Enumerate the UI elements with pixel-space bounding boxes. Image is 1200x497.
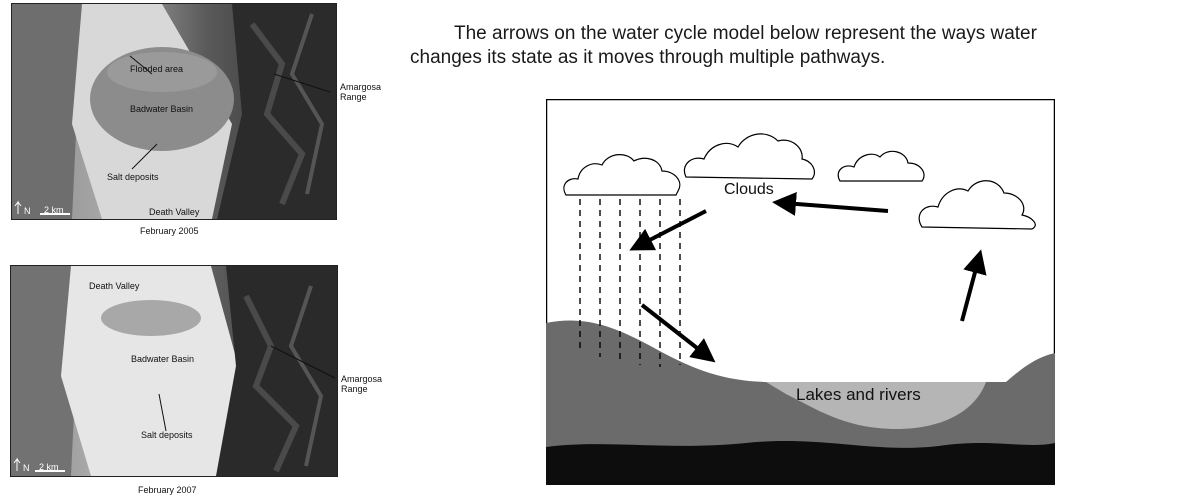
label-salt-deposits: Salt deposits [107, 172, 159, 182]
label-salt-deposits: Salt deposits [141, 430, 193, 440]
intro-paragraph: The arrows on the water cycle model belo… [410, 22, 1190, 70]
arrow-cloud-to-cloud [772, 191, 889, 216]
cloud-center [683, 133, 815, 180]
label-badwater-basin: Badwater Basin [131, 354, 195, 364]
label-north: N [23, 463, 30, 473]
arrow-water-up [960, 249, 987, 322]
cloud-rain [563, 154, 681, 196]
cloud-right [918, 180, 1036, 230]
bedrock [546, 441, 1055, 485]
label-death-valley: Death Valley [149, 207, 200, 217]
label-amargosa-range-2005: Amargosa Range [340, 82, 381, 102]
caption-2005: February 2005 [140, 226, 199, 236]
satellite-image-2005: Flooded area Badwater Basin Salt deposit… [11, 3, 337, 220]
satellite-terrain-2005 [12, 4, 336, 219]
cloud-small [837, 150, 925, 182]
label-flooded-area: Flooded area [130, 64, 184, 74]
caption-2007: February 2007 [138, 485, 197, 495]
amargosa-text-2005: Amargosa Range [340, 82, 382, 102]
label-clouds: Clouds [724, 181, 774, 198]
arrow-rain-to-ground [640, 303, 716, 363]
label-death-valley: Death Valley [89, 281, 140, 291]
label-scale: 2 km [39, 462, 59, 472]
label-north: N [24, 206, 31, 216]
label-lakes-rivers: Lakes and rivers [796, 385, 921, 404]
land-ground [546, 320, 1055, 485]
lake-water [766, 382, 986, 429]
water-cycle-diagram: Clouds Lakes and rivers [545, 98, 1056, 486]
label-amargosa-range-2007: Amargosa Range [341, 374, 382, 394]
intro-line-2: changes its state as it moves through mu… [410, 47, 886, 68]
water-cycle-svg [545, 98, 1056, 486]
arrow-cloud-down [629, 209, 707, 251]
amargosa-text-2007: Amargosa Range [341, 374, 383, 394]
rain-lines [579, 199, 681, 367]
label-badwater-basin: Badwater Basin [130, 104, 194, 114]
satellite-image-2007: Death Valley Badwater Basin Salt deposit… [10, 265, 338, 477]
intro-line-1: The arrows on the water cycle model belo… [454, 23, 1037, 44]
label-scale: 2 km [44, 205, 64, 215]
satellite-terrain-2007 [11, 266, 337, 476]
